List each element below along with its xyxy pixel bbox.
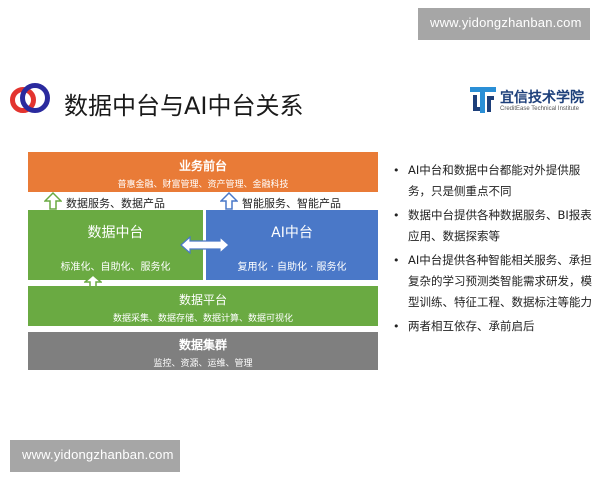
- bullet-item: 数据中台提供各种数据服务、BI报表应用、数据探索等: [392, 205, 598, 247]
- data-platform-block: 数据平台 数据采集、数据存储、数据计算、数据可视化: [28, 286, 378, 326]
- bullet-item: AI中台提供各种智能相关服务、承担复杂的学习预测类智能需求研发，模型训练、特征工…: [392, 250, 598, 313]
- watermark-bottom: www.yidongzhanban.com: [10, 440, 180, 472]
- page-title: 数据中台与AI中台关系: [64, 92, 304, 120]
- ai-middle-title: AI中台: [271, 225, 313, 241]
- bullet-item: 两者相互依存、承前启后: [392, 316, 598, 337]
- ai-middle-items: 复用化 · 自助化 · 服务化: [237, 262, 347, 273]
- logo-rings-icon: [10, 83, 56, 117]
- architecture-diagram: 业务前台 普惠金融、财富管理、资产管理、金融科技 数据服务、数据产品 智能服务、…: [24, 152, 380, 374]
- data-cluster-items: 监控、资源、运维、管理: [153, 359, 253, 369]
- data-platform-items: 数据采集、数据存储、数据计算、数据可视化: [112, 314, 293, 324]
- business-front-items: 普惠金融、财富管理、资产管理、金融科技: [117, 180, 289, 190]
- ai-services-label: 智能服务、智能产品: [242, 197, 341, 210]
- brand-logo: 宜信技术学院 CreditEase Technical Institute: [470, 84, 592, 120]
- bullet-list: AI中台和数据中台都能对外提供服务，只是侧重点不同 数据中台提供各种数据服务、B…: [392, 160, 598, 340]
- data-middle-block: 数据中台 标准化、自助化、服务化: [28, 210, 203, 280]
- arrow-up-data-icon: [44, 192, 62, 210]
- brand-mark-icon: [470, 87, 496, 113]
- bullet-item: AI中台和数据中台都能对外提供服务，只是侧重点不同: [392, 160, 598, 202]
- ai-middle-block: AI中台 复用化 · 自助化 · 服务化: [206, 210, 378, 280]
- brand-name: 宜信技术学院: [500, 90, 584, 106]
- brand-subtitle: CreditEase Technical Institute: [500, 106, 579, 112]
- watermark-top: www.yidongzhanban.com: [418, 8, 590, 40]
- data-middle-items: 标准化、自助化、服务化: [60, 262, 171, 273]
- data-platform-title: 数据平台: [178, 293, 227, 307]
- double-arrow-icon: [180, 236, 230, 254]
- data-cluster-title: 数据集群: [178, 338, 227, 352]
- data-middle-title: 数据中台: [87, 225, 144, 241]
- arrow-up-ai-icon: [220, 192, 238, 210]
- data-cluster-block: 数据集群 监控、资源、运维、管理: [28, 332, 378, 370]
- business-front-block: 业务前台 普惠金融、财富管理、资产管理、金融科技: [28, 152, 378, 192]
- business-front-title: 业务前台: [178, 159, 227, 173]
- data-services-label: 数据服务、数据产品: [66, 197, 165, 210]
